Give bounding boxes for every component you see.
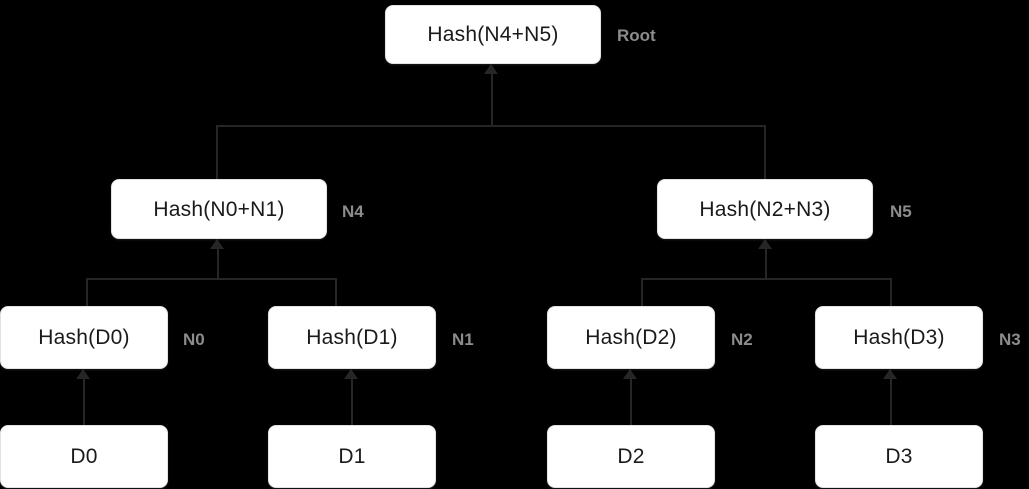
connector-n0-riser — [86, 278, 88, 306]
node-d2[interactable]: D2 — [547, 425, 715, 488]
node-d2-text: D2 — [617, 445, 645, 468]
label-n1: N1 — [452, 330, 474, 349]
node-n4[interactable]: Hash(N0+N1) — [111, 179, 327, 239]
connector-d0-to-n0 — [83, 377, 85, 425]
connector-n1-riser — [335, 278, 337, 306]
connector-n4-riser — [216, 125, 218, 180]
node-n2[interactable]: Hash(D2) — [547, 306, 715, 369]
node-d1[interactable]: D1 — [268, 425, 436, 488]
node-d0[interactable]: D0 — [0, 425, 168, 488]
arrowhead-d2-to-n2 — [623, 369, 637, 379]
connector-d3-to-n3 — [890, 377, 892, 425]
connector-bus-right-to-n5 — [765, 247, 767, 279]
connector-n2-riser — [641, 278, 643, 306]
node-root[interactable]: Hash(N4+N5) — [385, 5, 601, 64]
node-n3-text: Hash(D3) — [853, 326, 945, 349]
connector-d2-to-n2 — [630, 377, 632, 425]
arrowhead-d3-to-n3 — [883, 369, 897, 379]
arrowhead-bus-right-to-n5 — [758, 239, 772, 249]
arrowhead-d1-to-n1 — [344, 369, 358, 379]
node-d0-text: D0 — [70, 445, 98, 468]
node-n3[interactable]: Hash(D3) — [815, 306, 983, 369]
label-root: Root — [617, 26, 656, 45]
label-n0: N0 — [183, 330, 205, 349]
node-d1-text: D1 — [338, 445, 366, 468]
connector-n3-riser — [890, 278, 892, 306]
label-n5: N5 — [890, 202, 912, 221]
node-n4-text: Hash(N0+N1) — [153, 197, 285, 221]
node-n5[interactable]: Hash(N2+N3) — [657, 179, 873, 239]
connector-bus-left-to-n4 — [217, 247, 219, 279]
node-n5-text: Hash(N2+N3) — [699, 197, 831, 221]
label-n2: N2 — [731, 330, 753, 349]
node-d3[interactable]: D3 — [815, 425, 983, 488]
connector-bus-top-to-root — [491, 72, 493, 126]
node-n1[interactable]: Hash(D1) — [268, 306, 436, 369]
connector-n5-riser — [764, 125, 766, 180]
arrowhead-bus-left-to-n4 — [210, 239, 224, 249]
arrowhead-bus-top-to-root — [484, 64, 498, 74]
arrowhead-d0-to-n0 — [76, 369, 90, 379]
node-n2-text: Hash(D2) — [585, 326, 677, 349]
connector-bus-right — [641, 278, 892, 280]
label-n4: N4 — [342, 202, 364, 221]
node-n1-text: Hash(D1) — [306, 326, 398, 349]
node-d3-text: D3 — [885, 445, 913, 468]
connector-d1-to-n1 — [351, 377, 353, 425]
node-n0-text: Hash(D0) — [38, 326, 130, 349]
connector-bus-left — [86, 278, 337, 280]
label-n3: N3 — [999, 330, 1021, 349]
node-n0[interactable]: Hash(D0) — [0, 306, 168, 369]
node-root-text: Hash(N4+N5) — [427, 23, 559, 46]
connector-bus-top — [216, 125, 766, 127]
